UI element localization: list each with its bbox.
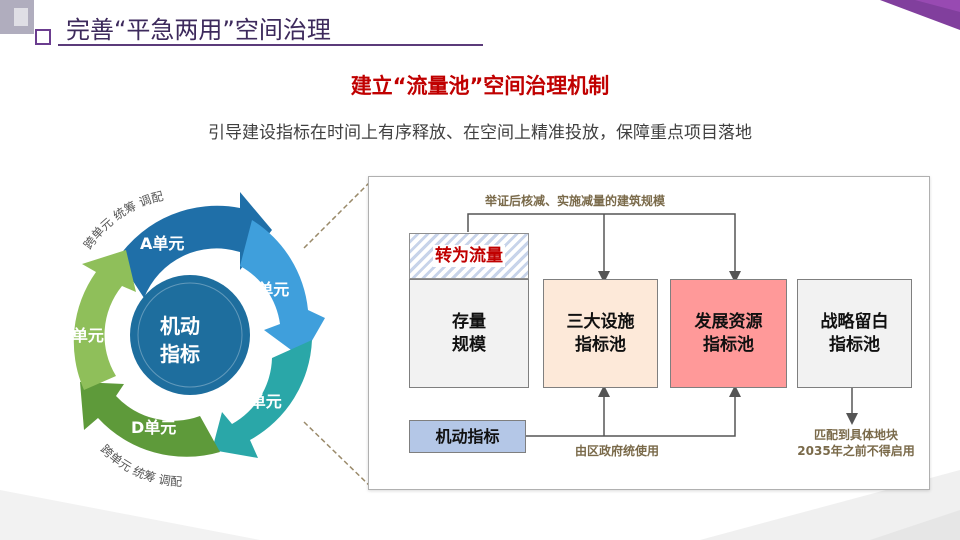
- three-facilities-pool-box: 三大设施 指标池: [543, 279, 658, 388]
- development-pool-box: 发展资源 指标池: [670, 279, 787, 388]
- strategic-reserve-pool-box: 战略留白 指标池: [797, 279, 912, 388]
- unit-b-label: B单元: [245, 280, 290, 299]
- top-note: 举证后核减、实施减量的建筑规模: [485, 194, 666, 208]
- unit-b-segment: [240, 220, 325, 358]
- center-label-line1: 机动: [160, 314, 200, 338]
- pool3-line1: 战略留白: [820, 311, 889, 332]
- stock-line1: 存量: [452, 311, 486, 332]
- unit-c-segment: [212, 340, 312, 458]
- section-subtitle: 建立“流量池”空间治理机制: [350, 74, 610, 98]
- pool2-line1: 发展资源: [694, 311, 763, 332]
- cycle-diagram: 跨单元 统筹 调配 跨单元 统筹 调配: [73, 189, 325, 489]
- title-underline: [58, 44, 483, 46]
- pool2-line2: 指标池: [703, 334, 754, 355]
- convert-to-flow-label: 转为流量: [409, 233, 529, 279]
- stock-scale-box: 存量 规模: [409, 279, 529, 388]
- unit-a-label: A单元: [140, 234, 185, 253]
- center-label-line2: 指标: [160, 342, 200, 366]
- pool1-line2: 指标池: [575, 334, 626, 355]
- unit-d-label: D单元: [131, 418, 177, 437]
- top-right-decoration: [880, 0, 960, 30]
- center-circle: [130, 275, 250, 395]
- right-note-line1: 匹配到具体地块: [813, 428, 898, 442]
- stock-line2: 规模: [452, 334, 486, 355]
- page-title: 完善“平急两用”空间治理: [66, 16, 331, 44]
- unit-d-segment: [80, 382, 220, 457]
- unit-e-label: E单元: [61, 326, 104, 345]
- right-note-line2: 2035年之前不得启用: [797, 444, 915, 458]
- zoom-connector-lines: [303, 179, 373, 489]
- unit-e-segment: [73, 250, 136, 390]
- unit-a-segment: [118, 192, 272, 298]
- bottom-note: 由区政府统使用: [575, 444, 660, 458]
- flex-indicator-text: 机动指标: [435, 426, 500, 446]
- convert-to-flow-text: 转为流量: [433, 244, 505, 268]
- pool3-line2: 指标池: [829, 334, 880, 355]
- pool1-line1: 三大设施: [566, 311, 635, 332]
- unit-c-label: C单元: [238, 392, 282, 411]
- flow-arrows: [467, 213, 858, 437]
- section-description: 引导建设指标在时间上有序释放、在空间上精准投放，保障重点项目落地: [208, 123, 752, 143]
- corner-decoration: [0, 0, 51, 45]
- flex-indicator-box: 机动指标: [409, 420, 526, 453]
